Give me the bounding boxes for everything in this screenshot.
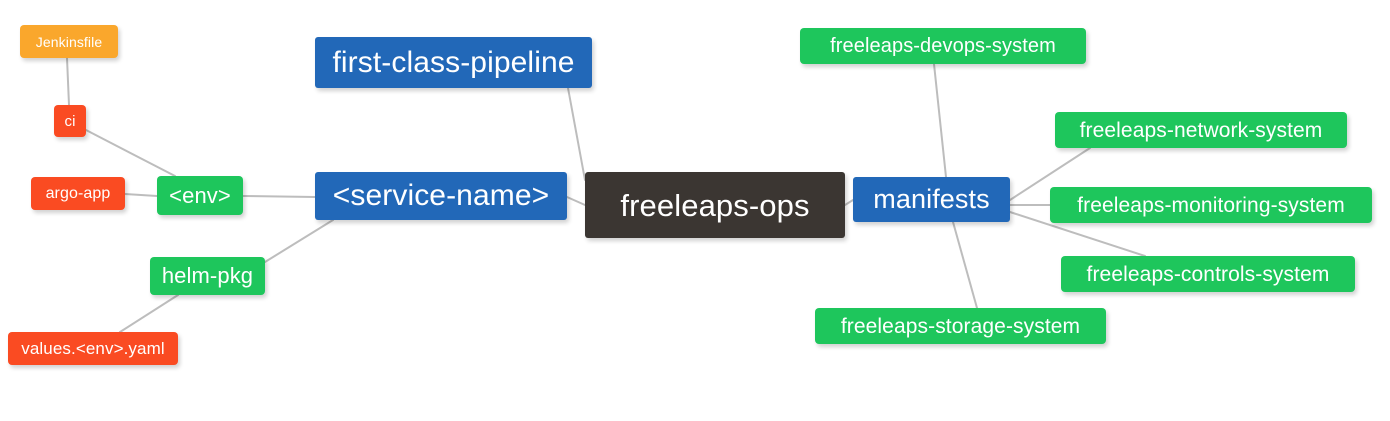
edge-freeleaps-ops-to-service-name	[566, 196, 586, 206]
edge-env-to-ci	[85, 129, 176, 177]
edge-helm-pkg-to-values-yaml	[119, 294, 179, 333]
node-manifests[interactable]: manifests	[853, 177, 1010, 222]
node-first-class-pipeline[interactable]: first-class-pipeline	[315, 37, 592, 88]
node-ci[interactable]: ci	[54, 105, 86, 137]
edge-freeleaps-ops-to-first-class-pipeline	[567, 87, 586, 181]
node-freeleaps-ops[interactable]: freeleaps-ops	[585, 172, 845, 238]
edge-ci-to-jenkinsfile	[66, 57, 70, 106]
edge-manifests-to-freeleaps-devops-system	[933, 63, 947, 178]
node-freeleaps-devops-system[interactable]: freeleaps-devops-system	[800, 28, 1086, 64]
node-freeleaps-monitoring-system[interactable]: freeleaps-monitoring-system	[1050, 187, 1372, 223]
edge-env-to-argo-app	[124, 193, 158, 197]
node-freeleaps-storage-system[interactable]: freeleaps-storage-system	[815, 308, 1106, 344]
node-service-name[interactable]: <service-name>	[315, 172, 567, 220]
edge-service-name-to-helm-pkg	[264, 219, 334, 263]
edge-freeleaps-ops-to-manifests	[844, 199, 854, 206]
edge-service-name-to-env	[242, 195, 316, 198]
node-values-yaml[interactable]: values.<env>.yaml	[8, 332, 178, 365]
node-freeleaps-controls-system[interactable]: freeleaps-controls-system	[1061, 256, 1355, 292]
node-freeleaps-network-system[interactable]: freeleaps-network-system	[1055, 112, 1347, 148]
node-env[interactable]: <env>	[157, 176, 243, 215]
node-argo-app[interactable]: argo-app	[31, 177, 125, 210]
node-jenkinsfile[interactable]: Jenkinsfile	[20, 25, 118, 58]
edge-manifests-to-freeleaps-storage-system	[952, 221, 978, 309]
node-helm-pkg[interactable]: helm-pkg	[150, 257, 265, 295]
